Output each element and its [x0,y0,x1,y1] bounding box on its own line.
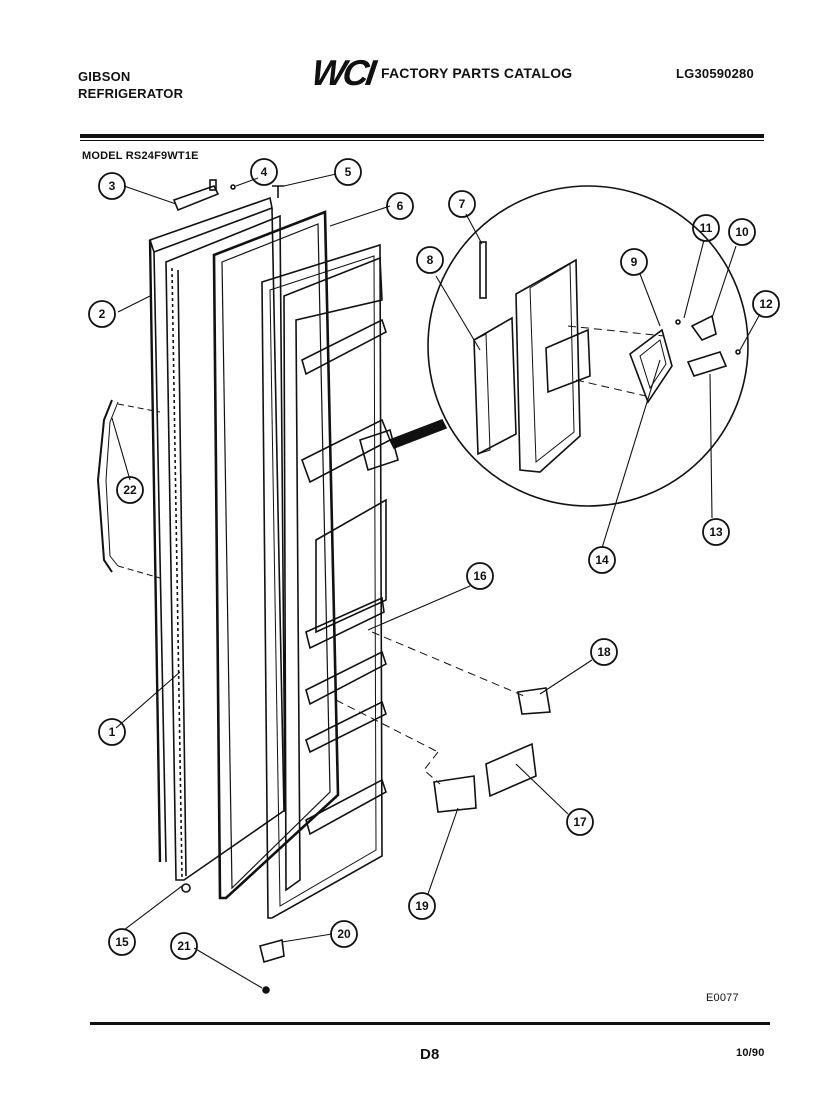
callout-22: 22 [116,476,144,504]
callout-4: 4 [250,158,278,186]
svg-text:22: 22 [123,483,137,497]
detail-spring [690,314,717,341]
callout-11: 11 [692,214,720,242]
svg-text:19: 19 [415,899,429,913]
screw-4 [230,184,236,190]
shelf-retainer-17 [485,742,537,798]
detail-screw [735,349,741,355]
leader-lines [111,173,761,989]
hinge-screw-21 [262,986,270,994]
door-gasket [212,210,340,900]
svg-text:21: 21 [177,939,191,953]
callout-10: 10 [728,218,756,246]
shelf-bracket-18 [517,687,551,715]
callout-21: 21 [170,932,198,960]
svg-text:13: 13 [709,525,723,539]
svg-text:17: 17 [573,815,587,829]
callout-18: 18 [590,638,618,666]
svg-text:4: 4 [261,165,268,179]
svg-text:1: 1 [109,725,116,739]
svg-text:15: 15 [115,935,129,949]
svg-text:16: 16 [473,569,487,583]
svg-text:9: 9 [631,255,638,269]
detail-rod [479,241,487,299]
callout-20: 20 [330,920,358,948]
model-label: MODEL RS24F9WT1E [82,150,199,162]
catalog-title: FACTORY PARTS CATALOG [380,65,573,81]
detail-actuator [629,328,673,404]
callout-5: 5 [334,158,362,186]
page-number: D8 [420,1046,440,1063]
detail-dispenser-door [515,258,591,473]
callout-7: 7 [448,190,476,218]
svg-text:12: 12 [759,297,773,311]
callout-19: 19 [408,892,436,920]
footer-rule [90,1022,770,1025]
figure-code: E0077 [706,992,739,1004]
product-type: REFRIGERATOR [78,86,184,101]
callout-1: 1 [98,718,126,746]
svg-text:11: 11 [700,221,713,235]
callout-14: 14 [588,546,616,574]
catalog-header: WCI FACTORY PARTS CATALOG [309,52,573,94]
hinge-pin-15 [181,883,191,893]
callout-3: 3 [98,172,126,200]
detail-pin [675,319,681,325]
detail-circle [427,185,749,507]
detail-insulation [473,316,517,456]
revision-date: 10/90 [736,1047,765,1059]
detail-switch [686,351,728,377]
svg-text:5: 5 [345,165,352,179]
callout-15: 15 [108,928,136,956]
catalog-number: LG30590280 [676,66,754,81]
svg-text:6: 6 [397,199,404,213]
header-rule-thin [80,140,764,141]
hinge-bushing-20 [259,938,285,964]
svg-text:8: 8 [427,253,434,267]
brand-block: GIBSON REFRIGERATOR [78,68,183,102]
callout-17: 17 [566,808,594,836]
shelf-bracket-19 [433,775,477,813]
callout-2: 2 [88,300,116,328]
callout-8: 8 [416,246,444,274]
callout-13: 13 [702,518,730,546]
svg-text:2: 2 [99,307,106,321]
assembly-lines [335,325,665,785]
callout-6: 6 [386,192,414,220]
top-trim-bracket [172,179,220,212]
svg-text:18: 18 [597,645,611,659]
brand-name: GIBSON [78,69,131,84]
callout-12: 12 [752,290,780,318]
screw-5 [272,185,284,198]
header-rule [80,134,764,138]
svg-text:14: 14 [595,553,609,567]
svg-text:20: 20 [337,927,351,941]
door-outer-panel [148,196,286,881]
svg-text:7: 7 [459,197,466,211]
zoom-pointer [388,418,448,450]
callout-16: 16 [466,562,494,590]
door-handle [96,399,161,579]
callout-9: 9 [620,248,648,276]
svg-text:10: 10 [735,225,749,239]
svg-text:3: 3 [109,179,116,193]
